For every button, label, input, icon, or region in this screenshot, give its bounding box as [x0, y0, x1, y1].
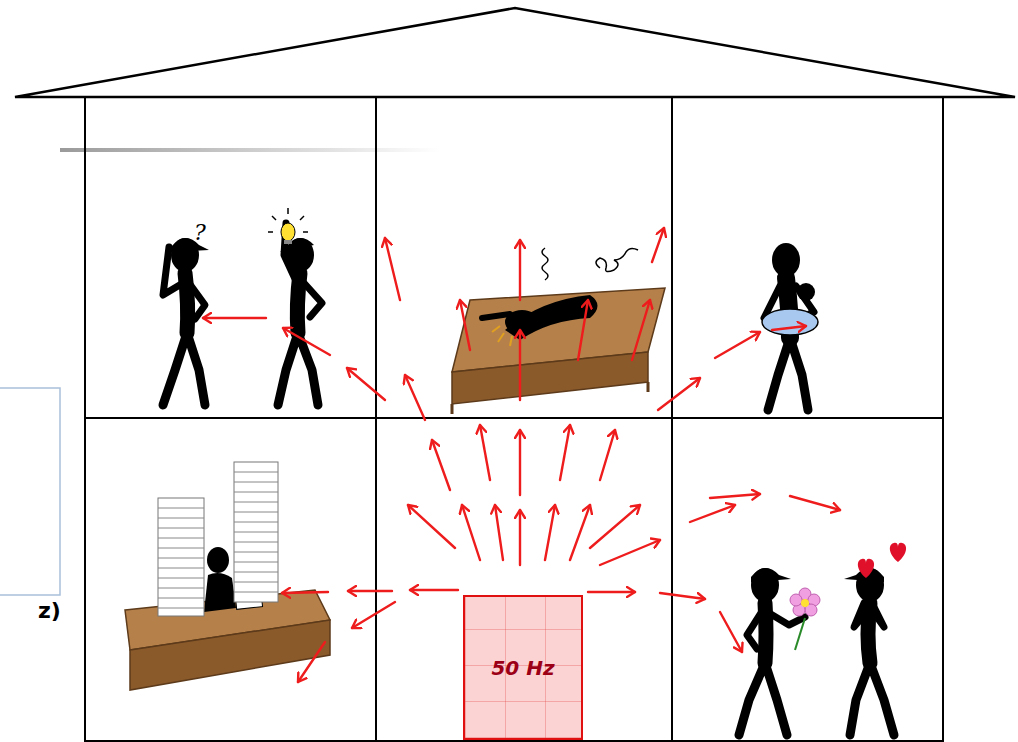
house-walls: [85, 97, 943, 741]
source-box: 50 Hz: [463, 595, 583, 740]
desk: [452, 288, 665, 414]
header-rule: [60, 148, 440, 152]
idea-person: [278, 223, 322, 405]
parent-with-baby: [762, 243, 818, 410]
cut-off-text: z): [38, 598, 61, 623]
side-panel: [0, 388, 60, 595]
paper-lines: [158, 472, 278, 608]
man-with-flower: [739, 568, 805, 735]
woman: [844, 568, 894, 735]
question-mark: ?: [194, 220, 206, 245]
box-label: 50 Hz: [491, 656, 554, 680]
sleeping-person: [482, 295, 598, 346]
sleep-squiggles: [542, 248, 638, 280]
roof: [15, 8, 1015, 97]
paper-stack: [158, 462, 278, 616]
hearts: [858, 543, 906, 578]
flower: [790, 588, 820, 650]
lightbulb: [268, 208, 308, 244]
confused-person: [163, 238, 209, 405]
